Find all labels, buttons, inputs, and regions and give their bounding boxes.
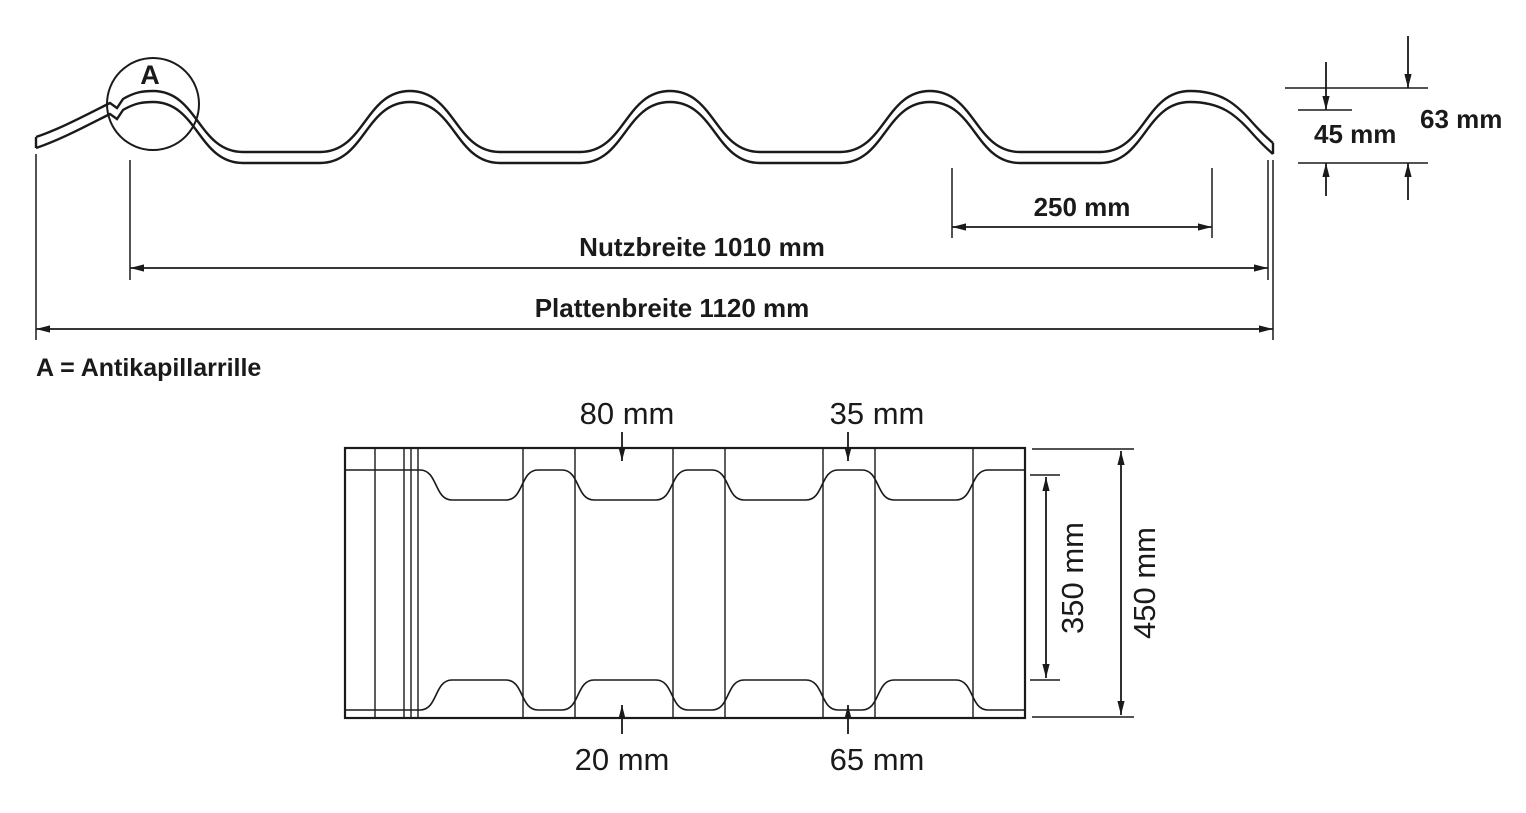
plan-longitudinal-lines	[374, 448, 974, 718]
legend-antikapillarrille: A = Antikapillarrille	[36, 354, 261, 382]
dimension-label-height-total: 63 mm	[1420, 104, 1502, 134]
profile-section-view: A 250 mm Nutzbreite 1010 mm Plattenb	[34, 36, 1502, 382]
dimension-label-top-rib: 35 mm	[830, 396, 925, 431]
plan-view: 80 mm 35 mm 20 mm 65 mm 350 mm	[343, 396, 1162, 777]
dimension-label-rib-spacing: 250 mm	[1034, 192, 1131, 222]
profile-top-surface	[35, 89, 1274, 154]
dimension-label-total-length: 450 mm	[1127, 527, 1162, 639]
dimension-plan-top: 80 mm 35 mm	[580, 396, 925, 461]
dimension-label-useful-width: Nutzbreite 1010 mm	[579, 232, 825, 262]
dimension-plan-bottom: 20 mm 65 mm	[575, 705, 925, 777]
detail-marker-circle	[106, 57, 200, 151]
dimension-label-cover-length: 350 mm	[1055, 522, 1090, 634]
plan-tile-step-top	[345, 469, 1025, 501]
dimension-label-bottom-rib: 65 mm	[830, 742, 925, 777]
profile-bottom-surface	[35, 100, 1274, 165]
dimension-label-bottom-pan: 20 mm	[575, 742, 670, 777]
dimension-profile-heights: 45 mm 63 mm	[1285, 36, 1502, 200]
dimension-rib-spacing: 250 mm	[951, 168, 1213, 238]
dimension-label-top-pan: 80 mm	[580, 396, 675, 431]
dimension-label-panel-width: Plattenbreite 1120 mm	[535, 293, 810, 323]
dimension-plan-lengths: 350 mm 450 mm	[1030, 448, 1162, 718]
dimension-useful-width: Nutzbreite 1010 mm	[129, 160, 1269, 280]
plan-tile-step-bottom	[345, 679, 1025, 711]
plan-outline	[343, 446, 1027, 720]
detail-marker-label: A	[140, 60, 160, 90]
dimension-panel-width: Plattenbreite 1120 mm	[35, 154, 1274, 340]
dimension-label-height-inner: 45 mm	[1314, 119, 1396, 149]
